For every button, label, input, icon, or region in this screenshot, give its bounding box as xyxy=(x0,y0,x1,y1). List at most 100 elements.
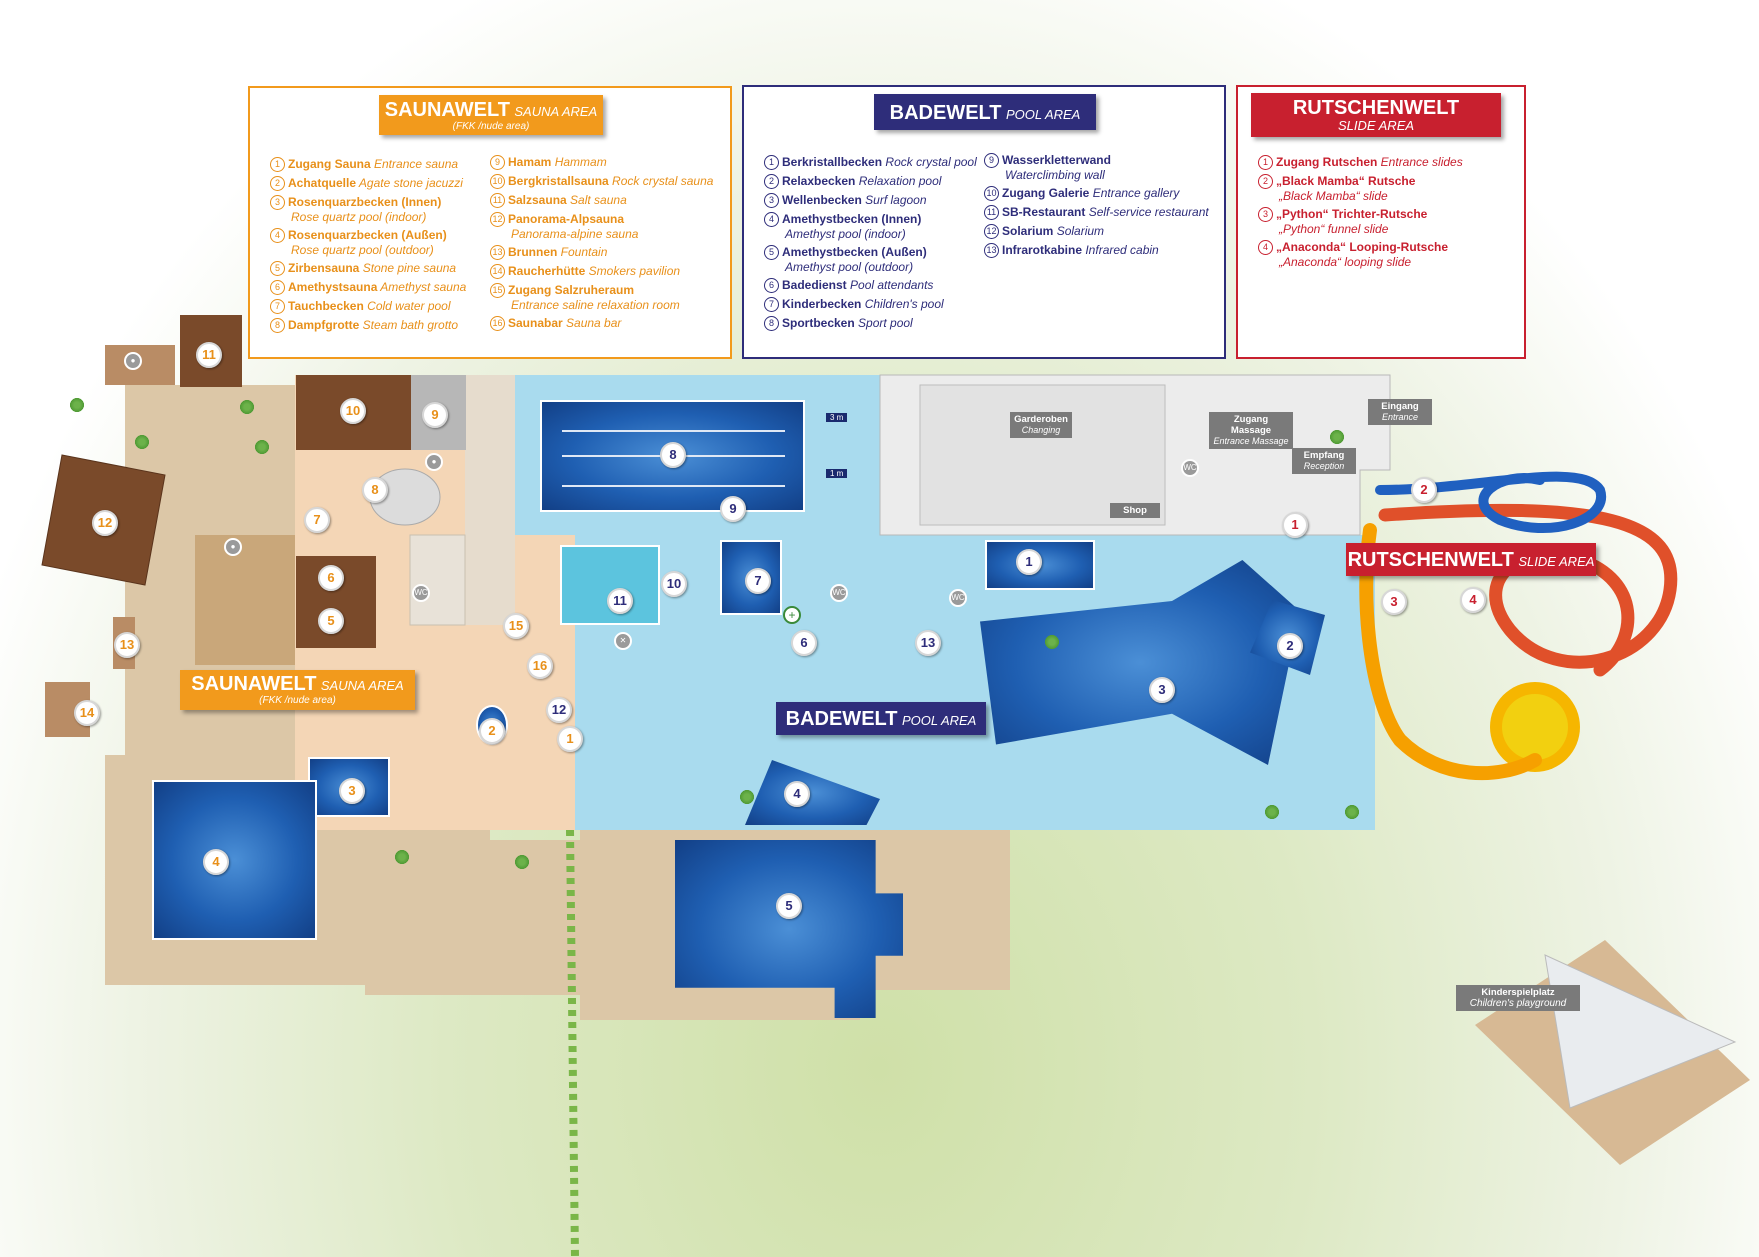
legend-translation: „Anaconda“ looping slide xyxy=(1279,255,1412,269)
map-slide-banner: RUTSCHENWELT SLIDE AREA xyxy=(1346,543,1596,576)
legend-name: Rosenquarzbecken (Außen) xyxy=(288,228,447,242)
marker-slide-4[interactable]: 4 xyxy=(1460,587,1486,613)
marker-pool-2[interactable]: 2 xyxy=(1277,633,1303,659)
marker-sauna-3[interactable]: 3 xyxy=(339,778,365,804)
legend-number: 3 xyxy=(270,195,285,210)
marker-pool-11[interactable]: 11 xyxy=(607,588,633,614)
legend-translation: Entrance sauna xyxy=(370,157,459,171)
legend-translation: Infrared cabin xyxy=(1082,243,1159,257)
legend-name: Amethystbecken (Außen) xyxy=(782,245,927,259)
legend-number: 12 xyxy=(490,212,505,227)
legend-name: SB-Restaurant xyxy=(1002,205,1086,219)
legend-translation: Rose quartz pool (indoor) xyxy=(291,210,427,224)
marker-pool-9[interactable]: 9 xyxy=(720,496,746,522)
marker-sauna-16[interactable]: 16 xyxy=(527,653,553,679)
marker-pool-10[interactable]: 10 xyxy=(661,571,687,597)
slide-python xyxy=(1359,523,1542,781)
legend-name: Kinderbecken xyxy=(782,297,862,311)
marker-slide-1[interactable]: 1 xyxy=(1282,512,1308,538)
marker-sauna-13[interactable]: 13 xyxy=(114,632,140,658)
marker-sauna-5[interactable]: 5 xyxy=(318,608,344,634)
marker-sauna-10[interactable]: 10 xyxy=(340,398,366,424)
legend-translation: Rock crystal pool xyxy=(882,155,977,169)
marker-sauna-7[interactable]: 7 xyxy=(304,507,330,533)
sauna-corridor xyxy=(465,375,515,625)
tree xyxy=(515,855,529,869)
legend-translation: Pool attendants xyxy=(846,278,934,292)
legend-item: 4„Anaconda“ Looping-Rutsche„Anaconda“ lo… xyxy=(1258,240,1448,270)
legend-number: 4 xyxy=(1258,240,1273,255)
first-aid-icon: + xyxy=(783,606,801,624)
slide-landing-inner xyxy=(1502,694,1568,760)
marker-sauna-12[interactable]: 12 xyxy=(92,510,118,536)
legend-translation: Salt sauna xyxy=(566,193,627,207)
marker-sauna-9[interactable]: 9 xyxy=(422,402,448,428)
wc-icon: WC xyxy=(830,584,848,602)
marker-slide-3[interactable]: 3 xyxy=(1381,589,1407,615)
marker-pool-4[interactable]: 4 xyxy=(784,781,810,807)
legend-translation: Amethyst pool (indoor) xyxy=(785,227,906,241)
legend-translation: Entrance slides xyxy=(1377,155,1463,169)
marker-pool-1[interactable]: 1 xyxy=(1016,549,1042,575)
marker-pool-5[interactable]: 5 xyxy=(776,893,802,919)
marker-sauna-8[interactable]: 8 xyxy=(362,477,388,503)
legend-number: 7 xyxy=(270,299,285,314)
marker-pool-7[interactable]: 7 xyxy=(745,568,771,594)
tree xyxy=(1045,635,1059,649)
marker-slide-2[interactable]: 2 xyxy=(1411,477,1437,503)
marker-sauna-15[interactable]: 15 xyxy=(503,613,529,639)
pool-legend-banner: BADEWELT POOL AREA xyxy=(874,94,1096,130)
legend-translation: Solarium xyxy=(1053,224,1105,238)
legend-translation: Self-service restaurant xyxy=(1085,205,1209,219)
legend-translation: Sport pool xyxy=(854,316,913,330)
legend-translation: Smokers pavilion xyxy=(585,264,681,278)
tree xyxy=(1330,430,1344,444)
wc-icon: WC xyxy=(412,584,430,602)
legend-number: 2 xyxy=(1258,174,1273,189)
sand-deck-left xyxy=(195,535,295,665)
depth-label-1m: 1 m xyxy=(826,469,848,478)
legend-name: Panorama-Alpsauna xyxy=(508,212,625,226)
legend-name: Brunnen xyxy=(508,245,558,259)
shower-icon: ● xyxy=(425,453,443,471)
wc-icon: WC xyxy=(949,589,967,607)
marker-pool-6[interactable]: 6 xyxy=(791,630,817,656)
map-pool-banner: BADEWELT POOL AREA xyxy=(776,702,986,735)
marker-sauna-11[interactable]: 11 xyxy=(196,342,222,368)
shower-icon: ● xyxy=(124,352,142,370)
tree xyxy=(740,790,754,804)
pool-sauna-4 xyxy=(152,780,317,940)
marker-sauna-1[interactable]: 1 xyxy=(557,726,583,752)
shower-icon: ● xyxy=(224,538,242,556)
legend-number: 7 xyxy=(764,297,779,312)
marker-sauna-14[interactable]: 14 xyxy=(74,700,100,726)
legend-name: Zirbensauna xyxy=(288,261,360,275)
legend-name: Tauchbecken xyxy=(288,299,364,313)
sauna-legend-banner: SAUNAWELT SAUNA AREA (FKK /nude area) xyxy=(379,95,603,135)
legend-number: 10 xyxy=(490,174,505,189)
legend-translation: Steam bath grotto xyxy=(359,318,459,332)
legend-number: 14 xyxy=(490,264,505,279)
legend-translation: Waterclimbing wall xyxy=(1005,168,1105,182)
legend-number: 10 xyxy=(984,186,999,201)
legend-number: 5 xyxy=(270,261,285,276)
marker-pool-8[interactable]: 8 xyxy=(660,442,686,468)
legend-number: 2 xyxy=(764,174,779,189)
legend-number: 11 xyxy=(490,193,505,208)
marker-pool-3[interactable]: 3 xyxy=(1149,677,1175,703)
marker-sauna-4[interactable]: 4 xyxy=(203,849,229,875)
legend-number: 6 xyxy=(270,280,285,295)
marker-sauna-6[interactable]: 6 xyxy=(318,565,344,591)
marker-pool-13[interactable]: 13 xyxy=(915,630,941,656)
marker-sauna-2[interactable]: 2 xyxy=(479,718,505,744)
marker-pool-12[interactable]: 12 xyxy=(546,697,572,723)
